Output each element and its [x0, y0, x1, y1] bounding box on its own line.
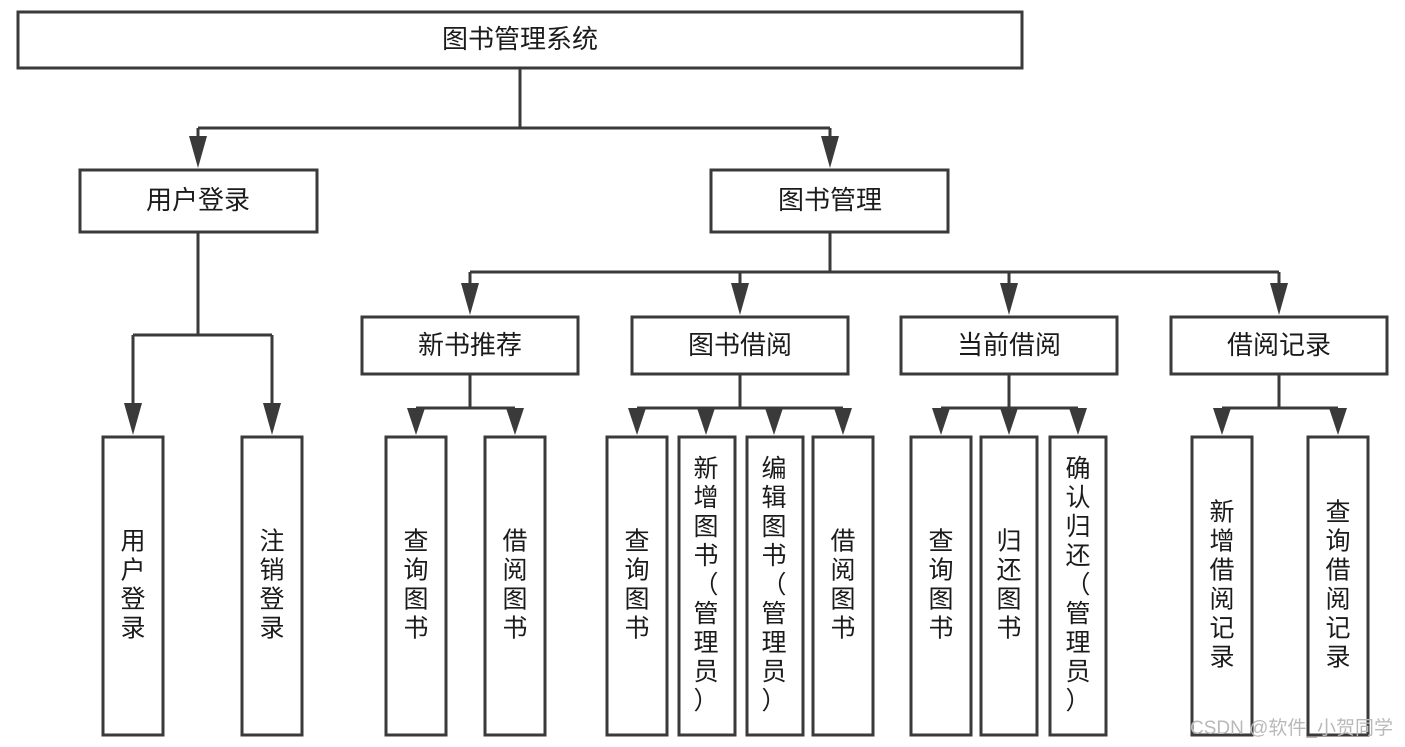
node-current-borrow-label: 当前借阅 — [957, 330, 1061, 360]
node-root-label: 图书管理系统 — [442, 24, 598, 54]
node-leaf-query-record-box[interactable] — [1306, 435, 1370, 737]
node-leaf-user-logout-label: 注销登录 — [259, 527, 284, 642]
node-leaf-borrow-book-1[interactable]: 借阅图书 — [483, 435, 547, 737]
node-leaf-query-record[interactable]: 查询借阅记录 — [1306, 435, 1370, 737]
arrow-head-new-book-recommend — [461, 283, 479, 315]
arrow-head-leaf-confirm-return — [1069, 408, 1087, 435]
arrow-head-userlogin — [189, 136, 207, 168]
node-user-login-label: 用户登录 — [146, 185, 250, 215]
node-book-borrow-label: 图书借阅 — [688, 330, 792, 360]
arrow-head-book-borrow — [731, 283, 749, 315]
arrow-head-leaf-return-book — [1000, 408, 1018, 435]
node-leaf-user-login-box[interactable] — [101, 435, 165, 737]
node-leaf-query-book-2-box[interactable] — [605, 435, 669, 737]
arrow-head-leaf-borrow-book-2 — [834, 408, 852, 435]
node-leaf-query-book-1[interactable]: 查询图书 — [384, 435, 448, 737]
node-leaf-borrow-book-2[interactable]: 借阅图书 — [811, 435, 875, 737]
node-leaf-borrow-book-2-label: 借阅图书 — [830, 527, 855, 642]
arrow-head-leaf-add-book — [697, 408, 715, 435]
node-leaf-query-book-2[interactable]: 查询图书 — [605, 435, 669, 737]
node-book-manage-label: 图书管理 — [778, 185, 882, 215]
connector-layer — [124, 69, 1347, 435]
node-book-manage-box[interactable] — [709, 168, 950, 234]
node-leaf-return-book-label: 归还图书 — [996, 527, 1021, 642]
node-leaf-query-book-1-label: 查询图书 — [403, 527, 428, 642]
node-current-borrow-box[interactable] — [899, 315, 1119, 376]
node-leaf-user-logout-box[interactable] — [240, 435, 304, 737]
csdn-watermark: CSDN @软件_小贺同学 — [1190, 717, 1393, 739]
node-book-borrow[interactable]: 图书借阅 — [630, 315, 850, 376]
node-leaf-edit-book-box[interactable] — [745, 435, 805, 737]
node-leaf-borrow-book-1-label: 借阅图书 — [502, 527, 527, 642]
arrow-head-borrow-record — [1270, 283, 1288, 315]
node-leaf-return-book[interactable]: 归还图书 — [979, 435, 1039, 737]
node-leaf-borrow-book-1-box[interactable] — [483, 435, 547, 737]
node-book-manage[interactable]: 图书管理 — [709, 168, 950, 234]
node-leaf-query-book-1-box[interactable] — [384, 435, 448, 737]
node-leaf-add-book[interactable]: 新增图书（管理员） — [677, 435, 737, 737]
node-leaf-add-record[interactable]: 新增借阅记录 — [1190, 435, 1254, 737]
node-new-book-recommend-box[interactable] — [360, 315, 580, 376]
arrow-head-current-borrow — [1000, 283, 1018, 315]
node-leaf-query-book-3-box[interactable] — [909, 435, 973, 737]
arrow-head-leaf-query-book-3 — [932, 408, 950, 435]
arrow-head-leaf-query-record — [1329, 408, 1347, 435]
node-leaf-add-book-label: 新增图书（管理员） — [693, 455, 718, 715]
node-leaf-add-record-label: 新增借阅记录 — [1209, 498, 1234, 671]
arrow-head-leaf-query-book-1 — [407, 408, 425, 435]
node-leaf-confirm-return-label: 确认归还（管理员） — [1065, 455, 1090, 715]
node-borrow-record-box[interactable] — [1169, 315, 1389, 376]
node-leaf-add-book-box[interactable] — [677, 435, 737, 737]
node-leaf-edit-book-label: 编辑图书（管理员） — [761, 455, 786, 715]
arrow-head-leaf-edit-book — [765, 408, 783, 435]
node-current-borrow[interactable]: 当前借阅 — [899, 315, 1119, 376]
node-leaf-return-book-box[interactable] — [979, 435, 1039, 737]
node-borrow-record-label: 借阅记录 — [1227, 330, 1331, 360]
node-user-login-box[interactable] — [78, 168, 319, 234]
node-root-box[interactable] — [16, 10, 1024, 70]
node-leaf-query-book-2-label: 查询图书 — [624, 527, 649, 642]
arrow-head-leaf-user-logout — [263, 403, 281, 435]
node-leaf-user-logout[interactable]: 注销登录 — [240, 435, 304, 737]
node-leaf-user-login-label: 用户登录 — [120, 527, 145, 642]
node-leaf-confirm-return-box[interactable] — [1048, 435, 1108, 737]
node-user-login[interactable]: 用户登录 — [78, 168, 319, 234]
node-borrow-record[interactable]: 借阅记录 — [1169, 315, 1389, 376]
node-leaf-query-book-3[interactable]: 查询图书 — [909, 435, 973, 737]
node-leaf-query-record-label: 查询借阅记录 — [1325, 498, 1350, 671]
node-root[interactable]: 图书管理系统 — [16, 10, 1024, 70]
node-leaf-query-book-3-label: 查询图书 — [928, 527, 953, 642]
arrow-head-leaf-user-login — [124, 403, 142, 435]
arrow-head-leaf-add-record — [1213, 408, 1231, 435]
node-book-borrow-box[interactable] — [630, 315, 850, 376]
node-new-book-recommend-label: 新书推荐 — [418, 330, 522, 360]
arrow-head-bookmanage — [821, 136, 839, 168]
node-leaf-add-record-box[interactable] — [1190, 435, 1254, 737]
node-leaf-confirm-return[interactable]: 确认归还（管理员） — [1048, 435, 1108, 737]
arrow-head-leaf-query-book-2 — [628, 408, 646, 435]
node-new-book-recommend[interactable]: 新书推荐 — [360, 315, 580, 376]
node-leaf-user-login[interactable]: 用户登录 — [101, 435, 165, 737]
arrow-head-leaf-borrow-book-1 — [506, 408, 524, 435]
node-leaf-borrow-book-2-box[interactable] — [811, 435, 875, 737]
node-leaf-edit-book[interactable]: 编辑图书（管理员） — [745, 435, 805, 737]
